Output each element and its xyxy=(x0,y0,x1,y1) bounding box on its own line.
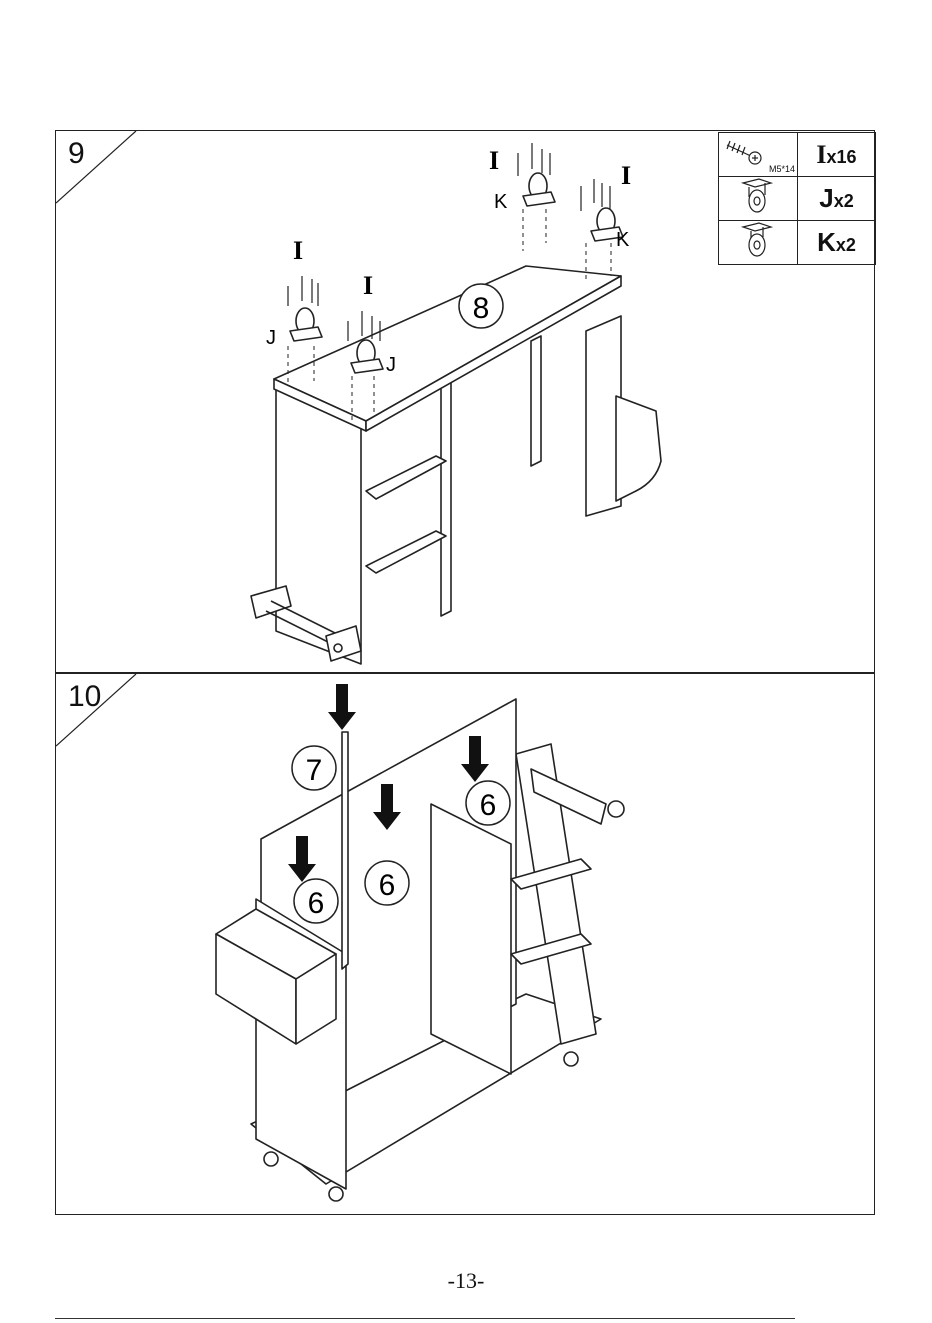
caster-j-label: J xyxy=(386,354,396,376)
step-9-panel: 9 M5*14 Ix16 xyxy=(55,130,875,673)
screw-label: I xyxy=(621,161,631,190)
screw-label: I xyxy=(293,236,303,265)
caster-k-label: K xyxy=(494,191,508,213)
panel-7-callout: 7 xyxy=(306,754,323,787)
screw-label: I xyxy=(489,146,499,175)
arrow-down-icon xyxy=(328,684,356,730)
caster-k-label: K xyxy=(616,229,630,251)
caster-j-label: J xyxy=(266,327,276,349)
panel-6-callout: 6 xyxy=(308,887,325,920)
step-9-illustration: 8 I I I I J J K K xyxy=(56,131,876,674)
screw-label: I xyxy=(363,271,373,300)
footer-rule xyxy=(55,1318,795,1319)
page-number: -13- xyxy=(0,1268,932,1294)
panel-6-callout: 6 xyxy=(379,869,396,902)
panel-6-callout: 6 xyxy=(480,789,497,822)
step-10-illustration: 7 6 6 6 xyxy=(56,674,876,1216)
step-10-panel: 10 xyxy=(55,673,875,1215)
panel-8-callout: 8 xyxy=(473,292,490,325)
